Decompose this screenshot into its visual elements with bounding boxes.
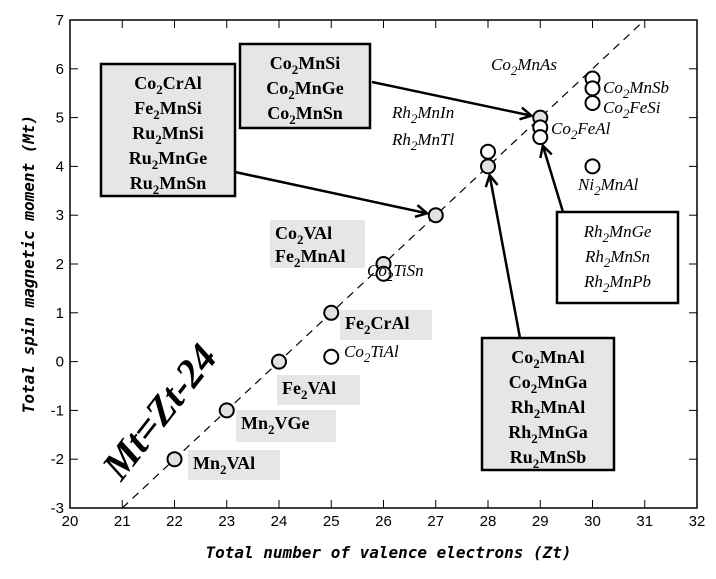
annotation-arrow xyxy=(490,175,522,339)
y-tick-label: -2 xyxy=(51,451,64,468)
y-tick-label: 2 xyxy=(56,256,64,273)
compound-label: Co2MnSb xyxy=(603,78,669,101)
annotation-box xyxy=(99,62,237,198)
shaded-label: Fe2CrAl xyxy=(345,313,409,337)
shaded-label: Co2VAl xyxy=(275,223,332,247)
x-tick-label: 28 xyxy=(480,513,497,530)
x-tick-label: 29 xyxy=(532,513,549,530)
annotation-box-label: Rh2MnSn xyxy=(584,247,650,270)
x-tick-label: 26 xyxy=(375,513,392,530)
x-tick-label: 25 xyxy=(323,513,340,530)
data-point xyxy=(584,158,601,175)
x-tick-label: 22 xyxy=(166,513,183,530)
compound-label: Co2TiAl xyxy=(344,342,399,365)
compound-label: Co2TiSn xyxy=(367,261,424,284)
compound-label: Rh2MnTl xyxy=(391,130,455,153)
x-tick-label: 24 xyxy=(271,513,288,530)
compound-label: Co2MnAs xyxy=(491,55,557,78)
annotation-box-label: Co2MnSi xyxy=(270,53,341,77)
annotation-box-label: Rh2MnGe xyxy=(583,222,652,245)
shaded-label-bg xyxy=(277,375,360,405)
annotation-arrow xyxy=(543,146,565,213)
shaded-label: Mn2VGe xyxy=(241,413,310,437)
shaded-label: Mn2VAl xyxy=(193,453,255,477)
data-point xyxy=(532,129,549,146)
annotation-arrow xyxy=(234,170,427,213)
compound-label: Co2FeSi xyxy=(603,98,661,121)
annotation-arrow xyxy=(371,80,531,116)
data-point xyxy=(584,94,601,111)
x-tick-label: 27 xyxy=(427,513,444,530)
data-point xyxy=(427,207,444,224)
annotation-box-label: Rh2MnAl xyxy=(511,397,586,421)
shaded-label: Fe2MnAl xyxy=(275,246,345,270)
data-point xyxy=(323,348,340,365)
annotation-box xyxy=(480,336,616,472)
annotation-box-label: Co2CrAl xyxy=(134,73,202,97)
data-point xyxy=(218,402,235,419)
x-axis-label: Total number of valence electrons (Zt) xyxy=(205,543,571,562)
shaded-label-bg xyxy=(188,450,280,480)
data-point xyxy=(375,265,392,282)
x-tick-label: 31 xyxy=(636,513,653,530)
y-tick-label: -1 xyxy=(51,402,64,419)
data-point xyxy=(584,80,601,97)
x-tick-label: 20 xyxy=(62,513,79,530)
data-point xyxy=(480,143,496,160)
shaded-label-bg xyxy=(236,410,336,442)
y-tick-label: 4 xyxy=(56,158,64,175)
x-tick-label: 30 xyxy=(584,513,601,530)
x-tick-label: 23 xyxy=(218,513,235,530)
shaded-label-bg xyxy=(340,310,432,340)
x-tick-label: 21 xyxy=(114,513,131,530)
annotation-box-label: Ru2MnSi xyxy=(132,123,204,147)
annotation-box-label: Rh2MnGa xyxy=(508,422,588,446)
compound-label: Ni2MnAl xyxy=(577,175,639,198)
annotation-box-label: Rh2MnPb xyxy=(583,272,651,295)
data-point xyxy=(323,304,340,321)
shaded-label: Fe2VAl xyxy=(282,378,336,402)
x-tick-label: 32 xyxy=(689,513,706,530)
y-tick-label: 7 xyxy=(56,12,64,29)
annotation-box-label: Fe2MnSi xyxy=(134,98,202,122)
annotation-box-label: Ru2MnSb xyxy=(510,447,587,471)
data-point xyxy=(271,353,287,370)
y-tick-label: 5 xyxy=(56,110,64,127)
shaded-label-bg xyxy=(270,220,365,268)
annotation-box-label: Co2MnAl xyxy=(511,347,585,371)
compound-label: Rh2MnIn xyxy=(391,103,454,126)
y-tick-label: -3 xyxy=(51,500,64,517)
y-tick-label: 3 xyxy=(56,207,64,224)
annotation-box-label: Ru2MnSn xyxy=(130,173,207,197)
y-tick-label: 6 xyxy=(56,61,64,78)
data-point xyxy=(166,451,183,468)
y-axis-label: Total spin magnetic moment (Mt) xyxy=(19,115,38,414)
annotation-box-label: Co2MnGa xyxy=(509,372,588,396)
y-tick-label: 0 xyxy=(56,354,64,371)
annotation-box-label: Co2MnGe xyxy=(266,78,344,102)
compound-label: Co2FeAl xyxy=(551,119,611,142)
annotation-box xyxy=(555,210,680,305)
annotation-box xyxy=(238,42,372,130)
data-point xyxy=(480,158,496,175)
annotation-box-label: Ru2MnGe xyxy=(129,148,208,172)
y-tick-label: 1 xyxy=(56,305,64,322)
annotation-box-label: Co2MnSn xyxy=(267,103,343,127)
